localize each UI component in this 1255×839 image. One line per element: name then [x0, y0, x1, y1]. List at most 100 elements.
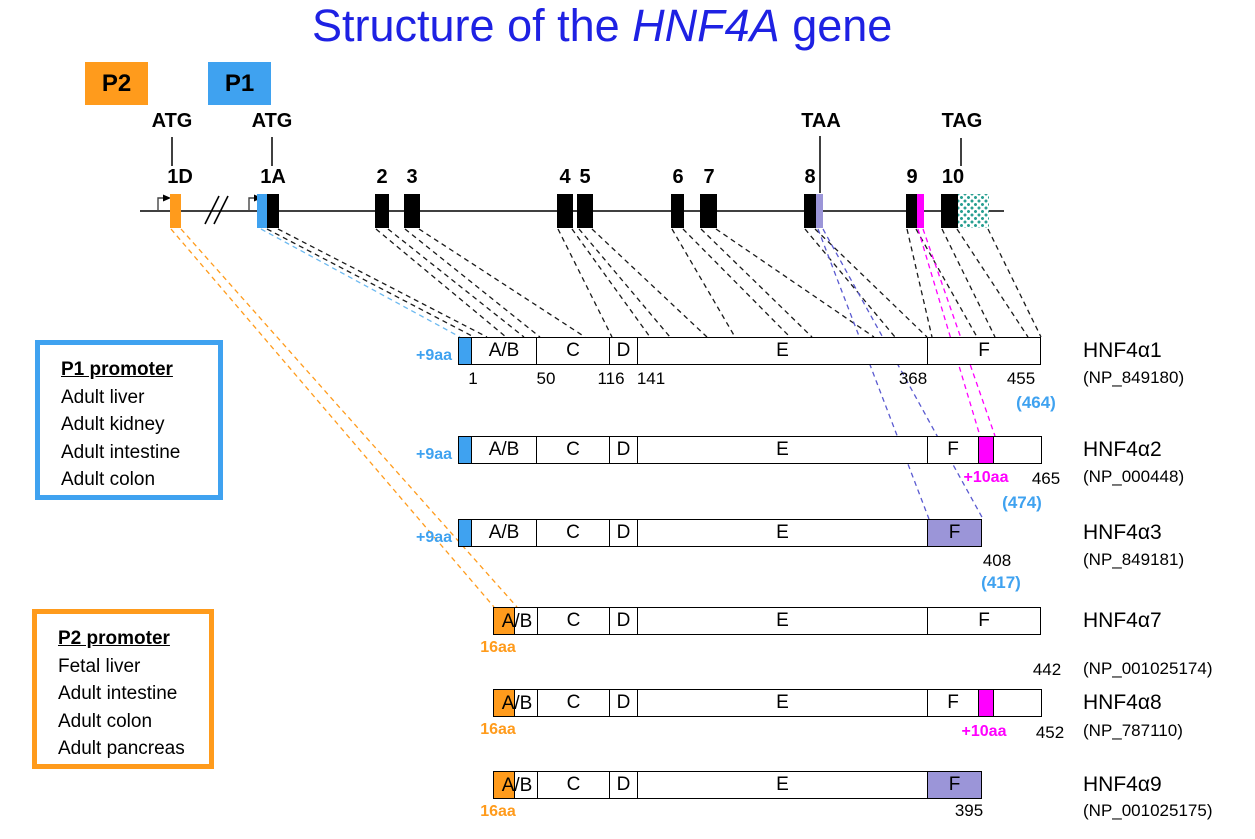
- exon-3-block: [404, 194, 420, 228]
- nterm-aa-label: 16aa: [480, 721, 516, 738]
- domain-b-box: [515, 689, 538, 717]
- exon-label-4: 4: [559, 166, 571, 188]
- exon-label-10: 10: [941, 166, 965, 188]
- p1-box-item: Adult intestine: [61, 441, 181, 463]
- insert-10aa-box: [979, 689, 994, 717]
- domain-f-box: F: [928, 337, 1041, 365]
- isoform-name: HNF4α9: [1083, 773, 1162, 796]
- nterm-aa-label: 16aa: [480, 639, 516, 656]
- exon-1a-blue-block: [257, 194, 267, 228]
- exon9-to-insert-connectors-magenta: [917, 228, 996, 437]
- p1-promoter-badge: P1: [208, 62, 271, 105]
- title-suffix: gene: [779, 0, 893, 51]
- isoform-accession: (NP_001025174): [1083, 659, 1213, 678]
- title-prefix: Structure of the: [312, 0, 633, 51]
- exon-label-2: 2: [376, 166, 388, 188]
- domain-d-box: D: [610, 689, 638, 717]
- domain-d-box: D: [610, 436, 638, 464]
- nterm-9aa-box: [458, 519, 472, 547]
- domain-c-box: C: [537, 519, 610, 547]
- scale-number: 368: [898, 369, 928, 388]
- nterm-aa-label: +9aa: [415, 529, 453, 546]
- exon-label-3: 3: [406, 166, 418, 188]
- isoform-accession: (NP_849181): [1083, 550, 1185, 569]
- domain-d-box: D: [610, 337, 638, 365]
- transcription-start-arrow-1d: [157, 194, 171, 211]
- p1-box-title: P1 promoter: [61, 359, 173, 380]
- isoform-name: HNF4α3: [1083, 521, 1162, 544]
- p2-promoter-box: P2 promoter Fetal liver Adult intestine …: [32, 609, 214, 769]
- domain-ab-label: A/B: [501, 611, 533, 632]
- isoform-name: HNF4α1: [1083, 339, 1162, 362]
- isoform-name: HNF4α2: [1083, 438, 1162, 461]
- domain-ab-label: A/B: [501, 775, 533, 796]
- taa-label: TAA: [801, 110, 841, 132]
- nterm-aa-label: +9aa: [415, 347, 453, 364]
- p2-promoter-badge: P2: [85, 62, 148, 105]
- domain-e-box: E: [638, 689, 928, 717]
- domain-e-box: E: [638, 607, 928, 635]
- insert-aa-label: +10aa: [963, 469, 1009, 486]
- isoform-length: 408: [982, 551, 1012, 570]
- domain-f-purple-box: F: [928, 519, 982, 547]
- isoform-accession: (NP_000448): [1083, 467, 1185, 486]
- page-title: Structure of the HNF4A gene: [312, 0, 892, 52]
- exon1d-to-adomain-connectors-orange: [170, 228, 518, 608]
- atg-label-1d: ATG: [151, 110, 193, 132]
- p1-box-item: Adult colon: [61, 469, 156, 490]
- domain-e-box: E: [638, 519, 928, 547]
- isoform-length: 395: [954, 801, 984, 820]
- exon-9-magenta-block: [917, 194, 924, 228]
- p2-box-item: Fetal liver: [58, 655, 141, 677]
- domain-b-box: [515, 771, 538, 799]
- isoform-length: 455: [1006, 369, 1036, 388]
- codon-tick-lines: [171, 136, 962, 193]
- exon-label-1d: 1D: [167, 166, 193, 188]
- scale-number: 116: [597, 369, 625, 388]
- exon-6-block: [671, 194, 684, 228]
- insert-10aa-box: [979, 436, 994, 464]
- tag-label: TAG: [941, 110, 983, 132]
- isoform-accession: (NP_787110): [1083, 721, 1183, 740]
- exon-10-block: [941, 194, 958, 228]
- exon-8-black-block: [804, 194, 816, 228]
- exon1a-to-nterm-connector-lightblue: [260, 228, 461, 338]
- p1-promoter-box: P1 promoter Adult liver Adult kidney Adu…: [35, 340, 223, 500]
- exon-5-block: [577, 194, 593, 228]
- exon-8-purple-block: [816, 194, 823, 228]
- domain-ab-box: A/B: [472, 337, 537, 365]
- isoform-name: HNF4α8: [1083, 691, 1162, 714]
- atg-label-1a: ATG: [251, 110, 293, 132]
- isoform-alt-length: (417): [981, 573, 1021, 592]
- domain-ab-box: A/B: [472, 436, 537, 464]
- exon-9-black-block: [906, 194, 917, 228]
- title-gene-italic: HNF4A: [632, 0, 780, 51]
- isoform-name: HNF4α7: [1083, 609, 1162, 632]
- domain-f-box: F: [928, 689, 979, 717]
- p2-box-item: Adult colon: [58, 710, 153, 732]
- cterm-tail-box: [994, 689, 1042, 717]
- domain-f-purple-box: F: [928, 771, 982, 799]
- domain-c-box: C: [537, 337, 610, 365]
- isoform-accession: (NP_001025175): [1083, 801, 1213, 820]
- domain-d-box: D: [610, 519, 638, 547]
- isoform-alt-length: (464): [1016, 393, 1056, 412]
- insert-aa-label: +10aa: [961, 723, 1007, 740]
- scale-number: 141: [636, 369, 666, 388]
- nterm-16aa-box: [493, 607, 515, 635]
- domain-c-box: C: [538, 689, 610, 717]
- nterm-9aa-box: [458, 436, 472, 464]
- domain-d-box: D: [610, 771, 638, 799]
- nterm-9aa-box: [458, 337, 472, 365]
- isoform-length: 452: [1035, 723, 1065, 742]
- exon-1d-block: [170, 194, 181, 228]
- domain-e-box: E: [638, 771, 928, 799]
- domain-c-box: C: [538, 771, 610, 799]
- exon-label-9: 9: [906, 166, 918, 188]
- p2-box-item: Adult intestine: [58, 683, 178, 704]
- exon-label-8: 8: [804, 166, 816, 188]
- exon-label-6: 6: [672, 166, 684, 188]
- p2-box-title: P2 promoter: [58, 628, 170, 649]
- domain-ab-box: A/B: [472, 519, 537, 547]
